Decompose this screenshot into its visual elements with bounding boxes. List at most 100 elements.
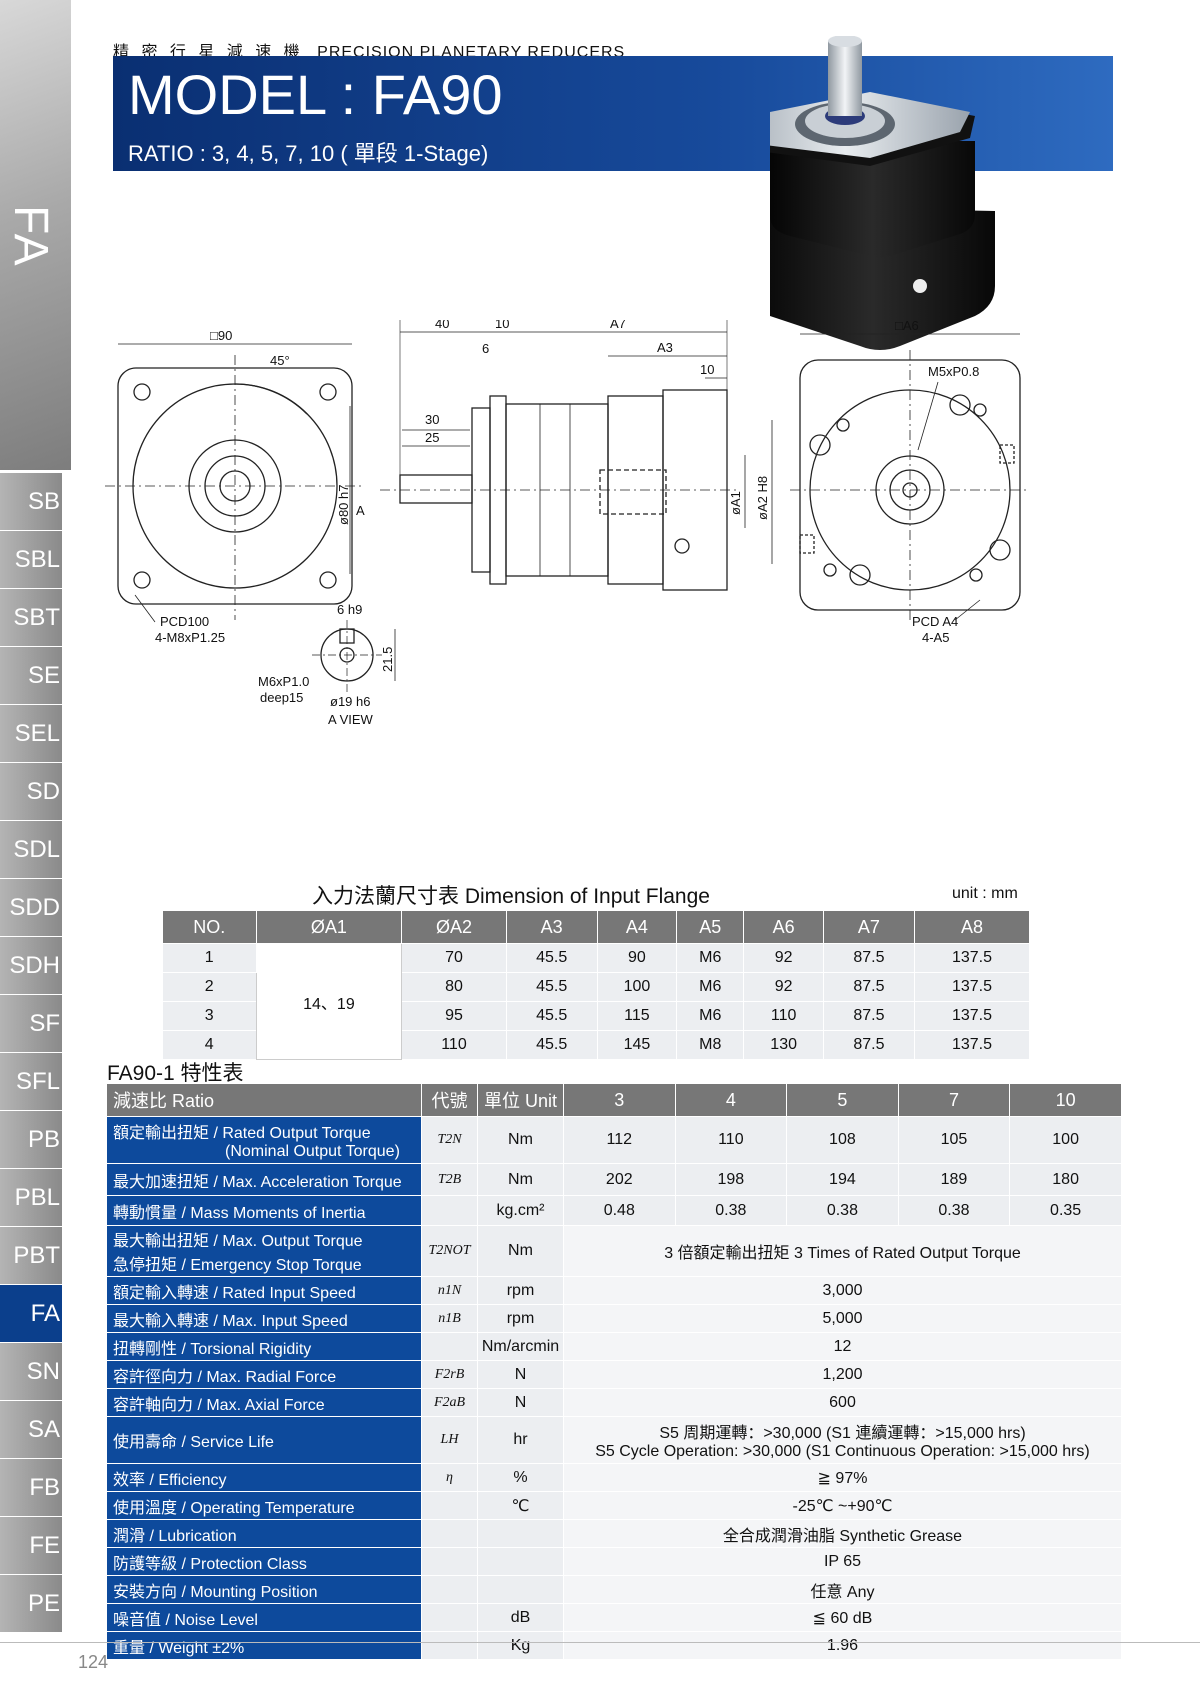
spec-value: ≦ 60 dB <box>563 1603 1122 1632</box>
spec-unit <box>477 1575 564 1604</box>
spec-symbol <box>421 1491 478 1520</box>
sidebar-tab-pe[interactable]: PE <box>0 1575 62 1632</box>
dim-pcd: PCD100 <box>160 614 209 629</box>
flange-header-cell: ØA1 <box>255 910 403 944</box>
sidebar-tab-sel[interactable]: SEL <box>0 705 62 762</box>
flange-cell: 45.5 <box>505 1001 598 1031</box>
sidebar-tab-pbt[interactable]: PBT <box>0 1227 62 1284</box>
spec-table-caption: FA90-1 特性表 <box>107 1062 244 1085</box>
sidebar-tab-fe[interactable]: FE <box>0 1517 62 1574</box>
spec-value: 108 <box>786 1116 899 1164</box>
label-rear-pcd: PCD A4 <box>912 614 958 629</box>
spec-param-line: (Nominal Output Torque) <box>225 1143 400 1160</box>
spec-param-label: 潤滑 / Lubrication <box>106 1519 422 1548</box>
flange-cell: 3 <box>162 1001 257 1031</box>
flange-header-cell: A5 <box>676 910 745 944</box>
spec-param-label: 轉動慣量 / Mass Moments of Inertia <box>106 1195 422 1226</box>
spec-unit: ℃ <box>477 1491 564 1520</box>
sidebar-tab-sd[interactable]: SD <box>0 763 62 820</box>
spec-value: 198 <box>674 1163 788 1196</box>
spec-param-label: 最大輸出扭矩 / Max. Output Torque 急停扭矩 / Emerg… <box>106 1225 422 1277</box>
spec-value: S5 周期運轉：>30,000 (S1 連續運轉：>15,000 hrs) S5… <box>563 1416 1122 1464</box>
flange-cell: 70 <box>401 943 507 973</box>
dim-a2: øA2 H8 <box>755 476 770 520</box>
sidebar-tab-sbl[interactable]: SBL <box>0 531 62 588</box>
dim-19: ø19 h6 <box>330 694 370 709</box>
spec-param-line: 急停扭矩 / Emergency Stop Torque <box>113 1257 362 1274</box>
spec-param-label: 使用溫度 / Operating Temperature <box>106 1491 422 1520</box>
spec-value: 0.35 <box>1009 1195 1122 1226</box>
spec-param-label: 扭轉剛性 / Torsional Rigidity <box>106 1332 422 1361</box>
spec-header-symbol: 代號 <box>421 1083 478 1117</box>
dim-80: ø80 h7 <box>336 485 351 525</box>
sidebar-tab-sdd[interactable]: SDD <box>0 879 62 936</box>
sidebar-tab-pb[interactable]: PB <box>0 1111 62 1168</box>
spec-unit: Nm <box>477 1116 564 1164</box>
product-photo <box>770 36 995 350</box>
dim-a7: A7 <box>610 320 626 331</box>
page-title: MODEL : FA90 <box>128 63 503 126</box>
spec-symbol: T2NOT <box>421 1225 478 1277</box>
spec-row-inertia: 轉動慣量 / Mass Moments of Inertia kg.cm² 0.… <box>106 1195 1122 1226</box>
sidebar-tab-fb[interactable]: FB <box>0 1459 62 1516</box>
sidebar-tab-sb[interactable]: SB <box>0 473 62 530</box>
sidebar-tab-sdl[interactable]: SDL <box>0 821 62 878</box>
spec-value: 600 <box>563 1388 1122 1417</box>
sidebar-tab-sf[interactable]: SF <box>0 995 62 1052</box>
spec-value: 任意 Any <box>563 1575 1122 1604</box>
label-thread: M6xP1.0 <box>258 674 309 689</box>
sidebar-header-band <box>0 0 71 470</box>
dim-a3: A3 <box>657 340 673 355</box>
flange-cell: M6 <box>676 972 745 1002</box>
dim-10b: 10 <box>700 362 714 377</box>
spec-value: 0.38 <box>786 1195 899 1226</box>
flange-cell: 1 <box>162 943 257 973</box>
sidebar-tab-fa[interactable]: FA <box>0 1285 62 1342</box>
label-view-a: A <box>356 503 365 518</box>
spec-table: 減速比 Ratio 代號 單位 Unit 3 4 5 7 10 額定輸出扭矩 /… <box>106 1083 1122 1660</box>
flange-cell: M8 <box>676 1030 745 1060</box>
dim-25: 25 <box>425 430 439 445</box>
sidebar-tab-sfl[interactable]: SFL <box>0 1053 62 1110</box>
spec-value: 0.48 <box>563 1195 676 1226</box>
sidebar-tab-pbl[interactable]: PBL <box>0 1169 62 1226</box>
sidebar-section-label: FA <box>4 205 57 268</box>
spec-symbol <box>421 1519 478 1548</box>
spec-symbol: η <box>421 1463 478 1492</box>
spec-unit: Kg <box>477 1631 564 1660</box>
sidebar-tab-sa[interactable]: SA <box>0 1401 62 1458</box>
spec-symbol <box>421 1575 478 1604</box>
spec-unit: rpm <box>477 1304 564 1333</box>
spec-row: 使用溫度 / Operating Temperature℃-25℃ ~+90℃ <box>106 1491 1122 1520</box>
spec-param-label: 安裝方向 / Mounting Position <box>106 1575 422 1604</box>
flange-cell: 145 <box>596 1030 678 1060</box>
spec-value: 全合成潤滑油脂 Synthetic Grease <box>563 1519 1122 1548</box>
flange-table-caption: 入力法蘭尺寸表 Dimension of Input Flange <box>312 885 710 908</box>
spec-param-label: 防護等級 / Protection Class <box>106 1547 422 1576</box>
flange-cell: 100 <box>596 972 678 1002</box>
spec-unit: Nm/arcmin <box>477 1332 564 1361</box>
spec-header-ratio: 5 <box>786 1083 899 1117</box>
spec-unit: kg.cm² <box>477 1195 564 1226</box>
flange-cell: 80 <box>401 972 507 1002</box>
flange-cell: 45.5 <box>505 1030 598 1060</box>
flange-header-cell: A8 <box>913 910 1031 944</box>
sidebar-tab-se[interactable]: SE <box>0 647 62 704</box>
spec-symbol <box>421 1631 478 1660</box>
flange-cell: 87.5 <box>822 1030 915 1060</box>
spec-symbol <box>421 1547 478 1576</box>
spec-header-row: 減速比 Ratio 代號 單位 Unit 3 4 5 7 10 <box>106 1083 1122 1117</box>
spec-symbol: T2B <box>421 1163 478 1196</box>
sidebar-tab-sbt[interactable]: SBT <box>0 589 62 646</box>
label-rear-holes: 4-A5 <box>922 630 949 645</box>
spec-value: 3 倍額定輸出扭矩 3 Times of Rated Output Torque <box>563 1225 1122 1277</box>
spec-param-line: 額定輸出扭矩 / Rated Output Torque <box>113 1125 371 1142</box>
sidebar-tab-sdh[interactable]: SDH <box>0 937 62 994</box>
sidebar-tab-sn[interactable]: SN <box>0 1343 62 1400</box>
